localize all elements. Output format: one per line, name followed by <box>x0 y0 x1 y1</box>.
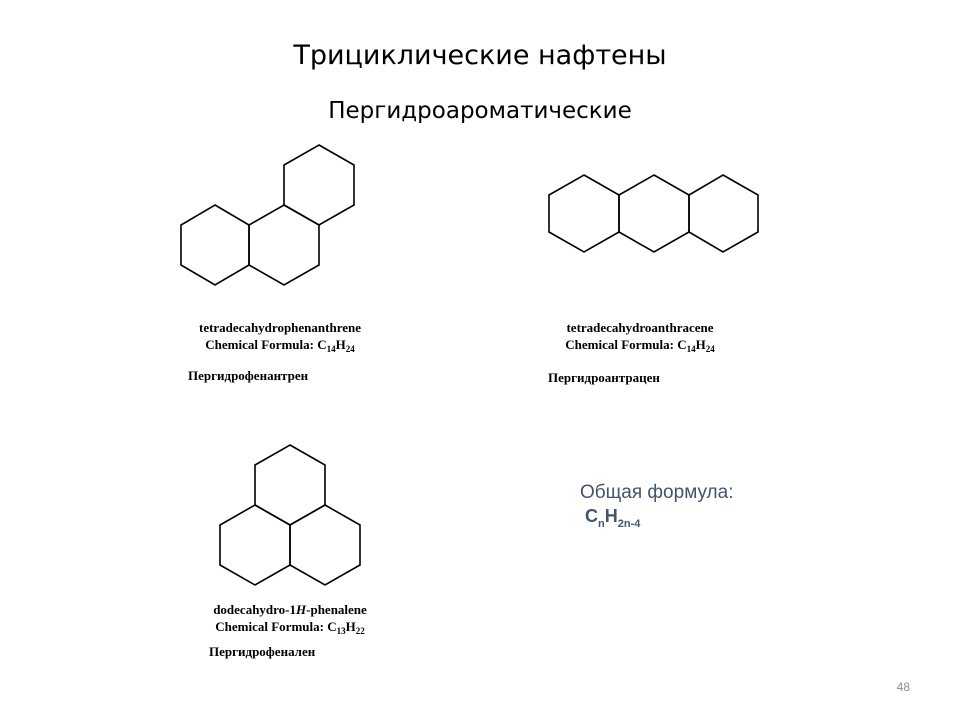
phenalene-caption: dodecahydro-1H-phenalene Chemical Formul… <box>170 601 410 640</box>
phenanthrene-ring-left <box>180 204 250 286</box>
phenalene-name: dodecahydro-1H-phenalene <box>213 602 367 617</box>
anthracene-russian-name: Пергидроантрацен <box>548 370 660 385</box>
anthracene-caption: tetradecahydroanthracene Chemical Formul… <box>520 319 760 358</box>
phenanthrene-structure <box>180 144 355 286</box>
phenanthrene-russian-name: Пергидрофенантрен <box>188 368 309 383</box>
anthracene-formula: Chemical Formula: C14H24 <box>565 337 715 354</box>
phenanthrene-formula: Chemical Formula: C14H24 <box>205 337 355 354</box>
phenanthrene-ring-middle <box>248 204 320 286</box>
phenanthrene-ring-top <box>283 144 355 226</box>
phenalene-ring-left <box>219 504 291 586</box>
general-formula-label: Общая формула: <box>580 482 734 503</box>
phenalene-ring-top <box>254 444 326 526</box>
page-number: 48 <box>896 680 910 694</box>
phenalene-ring-right <box>289 504 361 586</box>
anthracene-name: tetradecahydroanthracene <box>566 320 714 335</box>
anthracene-ring-right <box>688 174 759 253</box>
phenanthrene-name: tetradecahydrophenanthrene <box>198 320 362 335</box>
phenalene-structure <box>219 444 361 586</box>
slide-title: Трициклические нафтены <box>293 40 667 71</box>
phenalene-russian-name: Пергидрофенален <box>209 644 316 659</box>
anthracene-ring-left <box>548 174 620 253</box>
anthracene-structure <box>548 174 759 253</box>
slide-subtitle: Пергидроароматические <box>328 98 632 124</box>
anthracene-ring-middle <box>618 174 690 253</box>
general-formula: CnH2n-4 <box>585 506 641 530</box>
phenanthrene-caption: tetradecahydrophenanthrene Chemical Form… <box>160 319 400 358</box>
phenalene-formula: Chemical Formula: C13H22 <box>215 619 365 636</box>
